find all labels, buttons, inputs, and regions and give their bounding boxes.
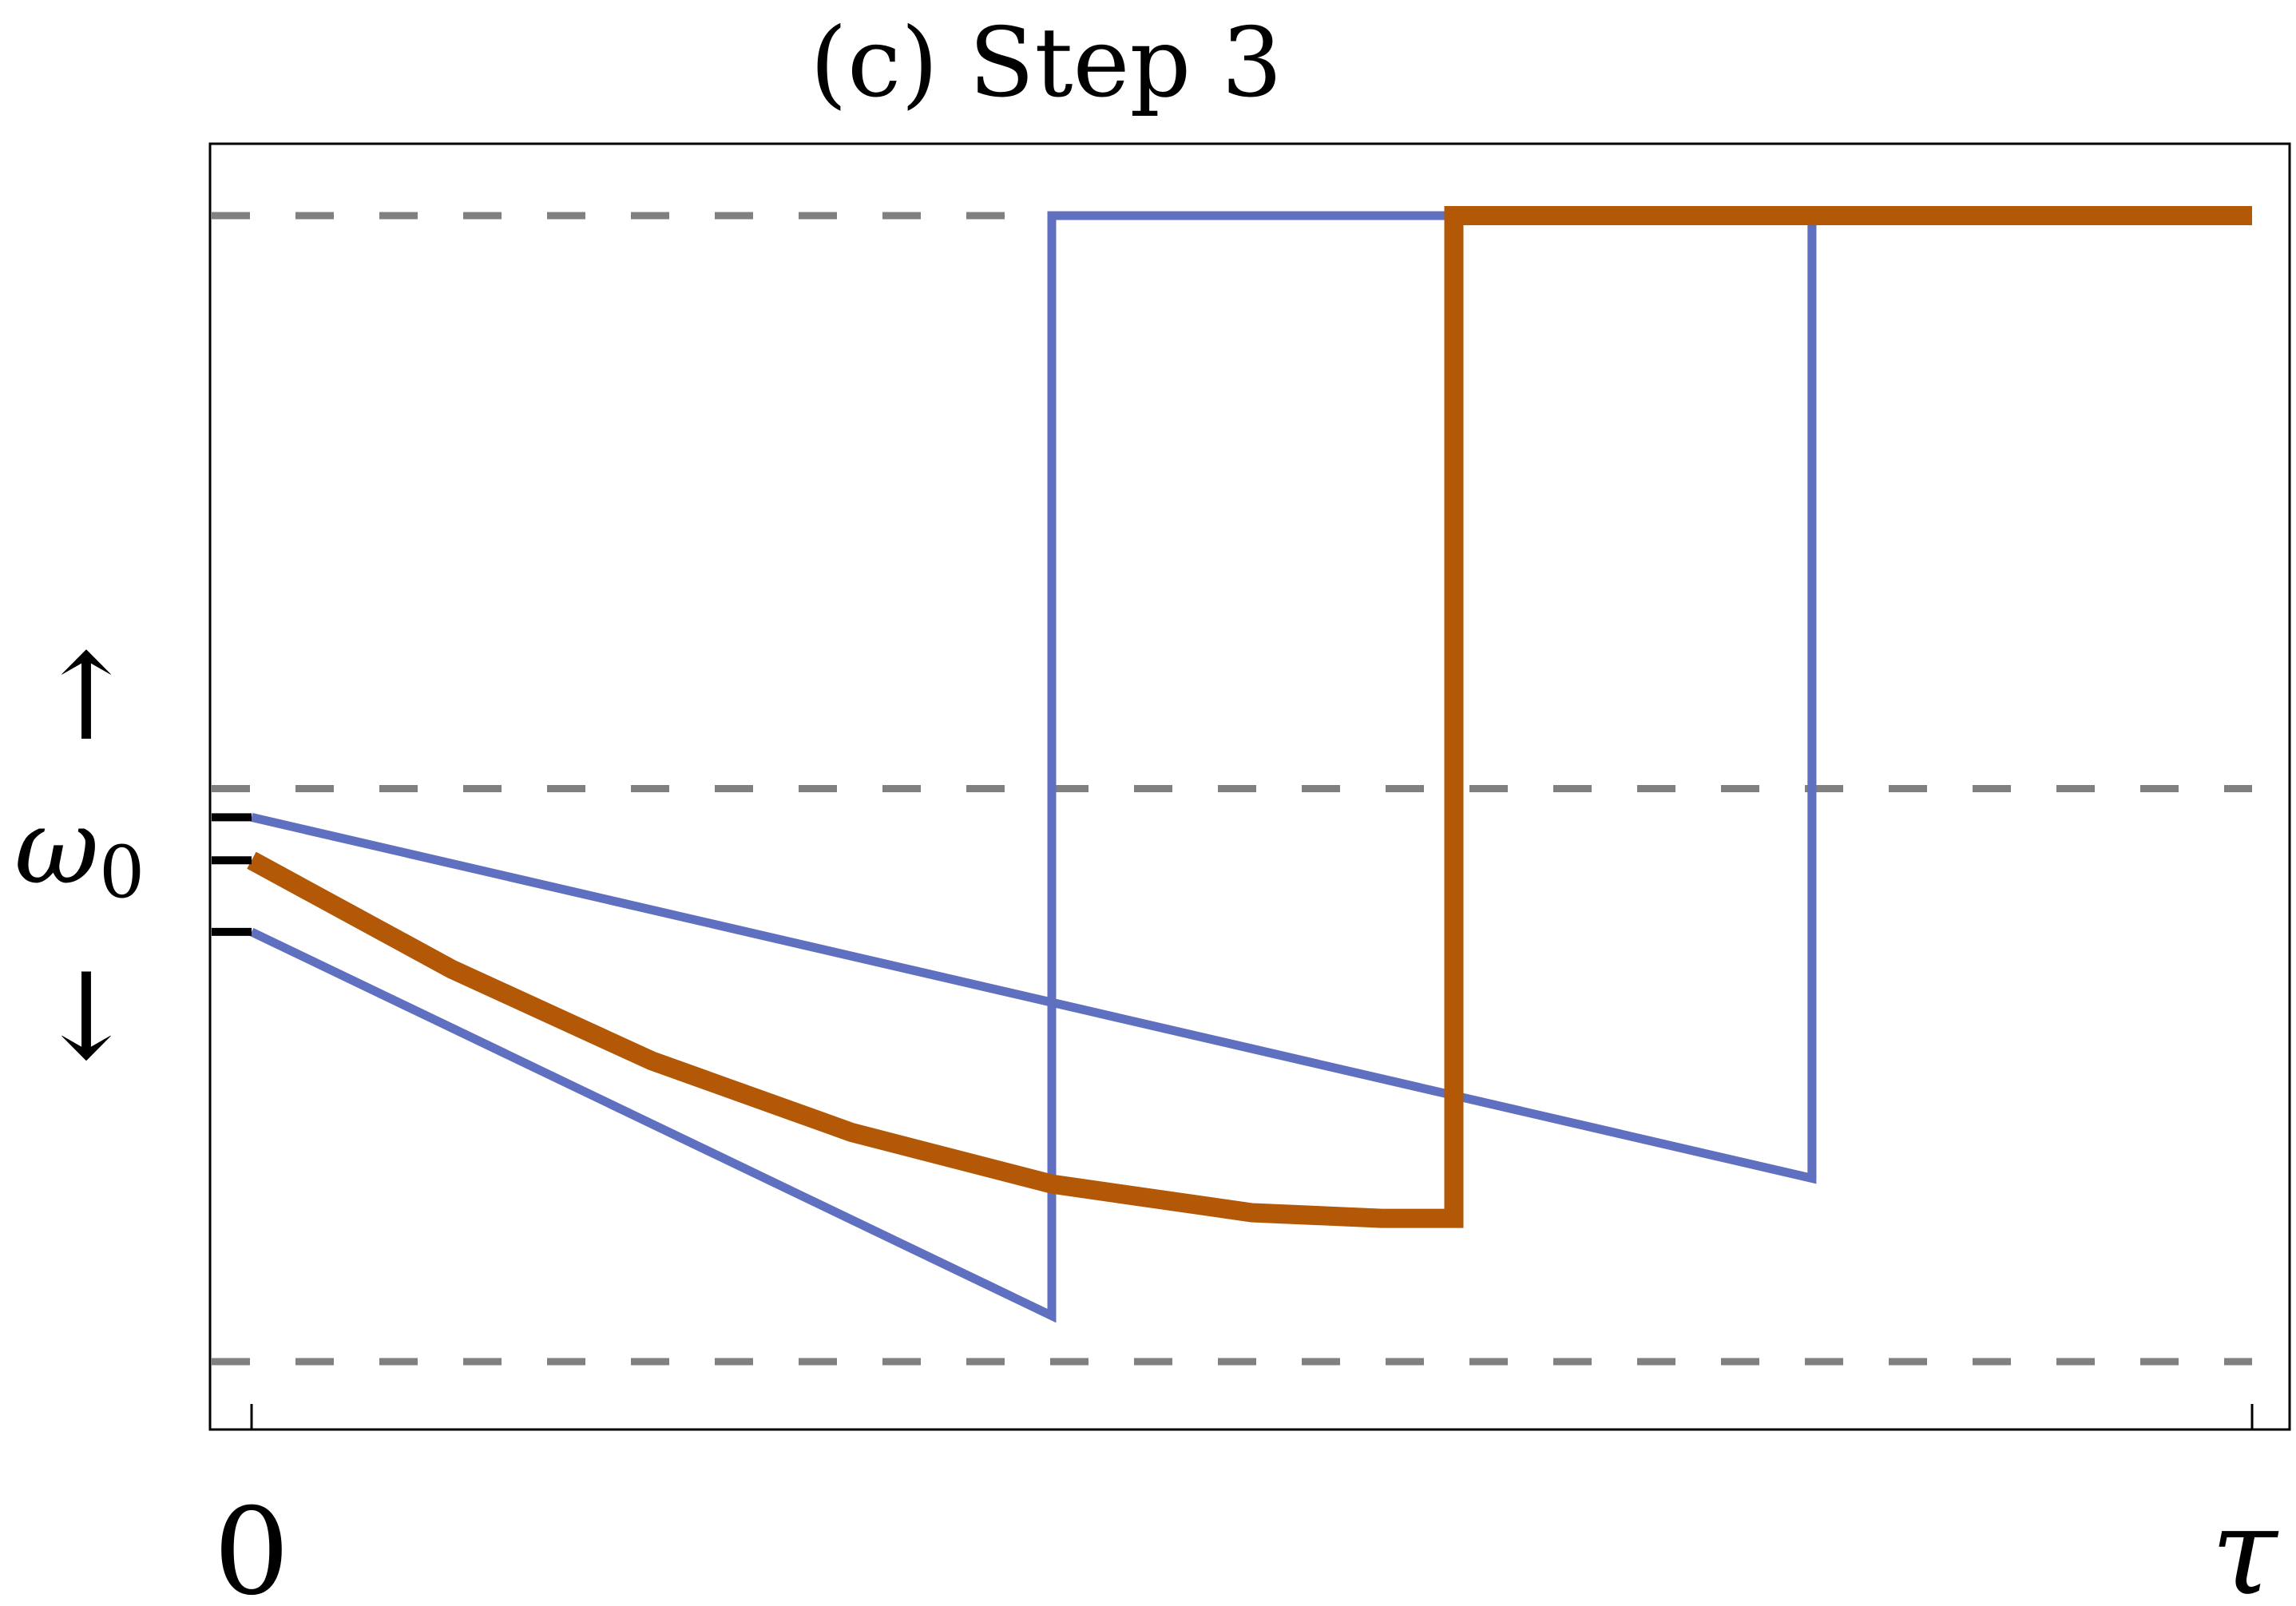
reference-lines <box>212 212 2252 1366</box>
x-tick-label-1: τ <box>2211 1483 2279 1606</box>
initial-markers <box>212 813 252 936</box>
series-line-0 <box>249 211 1817 1323</box>
y-axis-label-subscript: 0 <box>99 831 145 914</box>
y-axis-label-symbol: ω <box>14 786 99 907</box>
series-layer <box>247 206 2252 1323</box>
y-axis-label: ω0 <box>14 786 145 914</box>
series-line-2 <box>247 206 2252 1228</box>
y-arrow-down: ↓ <box>36 948 137 1087</box>
series-line-1 <box>250 211 2252 1184</box>
y-arrow-up: ↑ <box>36 629 137 767</box>
x-tick-label-0: 0 <box>213 1483 289 1606</box>
plot-frame <box>208 142 2291 1431</box>
chart-title: (c) Step 3 <box>810 8 1283 119</box>
